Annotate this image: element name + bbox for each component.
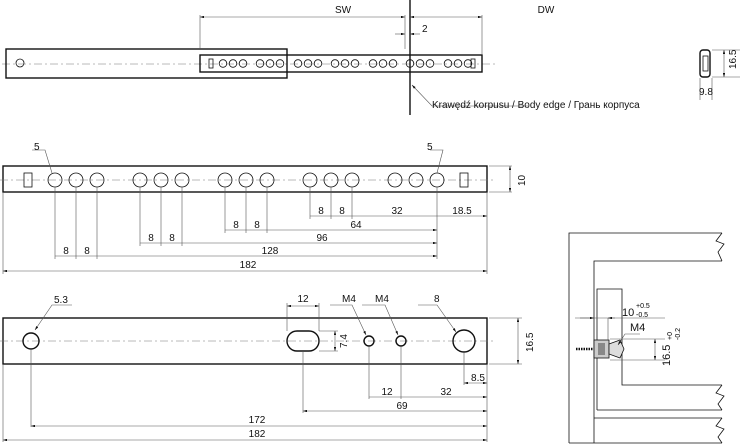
screw-icon (576, 339, 625, 359)
hole-dia-right: 5 (427, 142, 433, 153)
hole (378, 59, 388, 68)
dim-64: 64 (350, 220, 362, 231)
dim-12: 12 (381, 387, 393, 398)
dim-69: 69 (396, 401, 408, 412)
height-tol-minus: -0.2 (675, 328, 682, 340)
hole (255, 59, 265, 68)
m4-hole (395, 335, 407, 347)
hole (275, 59, 285, 68)
slot-icon (470, 58, 476, 69)
hole-8 (452, 329, 476, 353)
dim-32: 32 (391, 206, 403, 217)
height-label: 16.5 (525, 332, 536, 352)
dim-8: 8 (63, 246, 69, 257)
hole-dia-left: 5 (34, 142, 40, 153)
top-view: SW DW 2 Krawędź korpusu / Body edge / Гр… (2, 0, 740, 115)
hole (265, 59, 275, 68)
dim-8: 8 (318, 206, 324, 217)
hole (463, 59, 473, 68)
dim-8: 8 (148, 233, 154, 244)
gap-label: 2 (422, 24, 428, 35)
hole (368, 59, 378, 68)
profile-width: 9.8 (699, 87, 713, 98)
inner-rail-view: 5 5 10 8 8 32 18.5 64 8 8 96 8 8 128 8 8… (0, 142, 528, 274)
hole (303, 59, 313, 68)
dim-8: 8 (169, 233, 175, 244)
dim-182: 182 (249, 429, 266, 440)
hole-5-3 (22, 332, 40, 350)
offset-tol-minus: -0.5 (636, 312, 648, 319)
dim-128: 128 (262, 246, 279, 257)
dw-label: DW (538, 5, 555, 16)
hole (388, 59, 398, 68)
slot-height: 7.4 (339, 334, 350, 348)
m4-label: M4 (342, 294, 356, 305)
hole (228, 59, 238, 68)
dim-18-5: 18.5 (452, 206, 472, 217)
hole (443, 59, 453, 68)
dim-32: 32 (440, 387, 452, 398)
offset-label: 10 (622, 307, 634, 319)
height-label: 10 (517, 174, 528, 186)
hole (408, 172, 424, 188)
dim-8: 8 (233, 220, 239, 231)
body-edge-label: Krawędź korpusu / Body edge / Грань корп… (432, 100, 640, 111)
hole-big-dia: 8 (434, 294, 440, 305)
hole (415, 59, 425, 68)
inner-rail-holes (208, 58, 476, 69)
hole (330, 59, 340, 68)
dim-182: 182 (240, 260, 257, 271)
slot-icon (208, 58, 214, 69)
hole (293, 59, 303, 68)
hole (350, 59, 360, 68)
sw-label: SW (335, 5, 352, 16)
profile-height: 16.5 (728, 49, 739, 69)
screw-label: M4 (630, 322, 645, 334)
profile-section: 16.5 9.8 (699, 49, 740, 100)
hole (340, 59, 350, 68)
inner-rail (199, 54, 483, 73)
dim-96: 96 (316, 233, 328, 244)
slot-width: 12 (297, 294, 309, 305)
hole (387, 172, 403, 188)
hole (218, 59, 228, 68)
dim-8-5: 8.5 (471, 373, 485, 384)
outer-rail (5, 48, 288, 79)
outer-rail-view: 5.3 12 7.4 M4 M4 8 16.5 8.5 12 32 69 172… (0, 294, 536, 442)
hole-left-dia: 5.3 (54, 295, 68, 306)
m4-hole (363, 335, 375, 347)
height-tol-plus: +0 (667, 332, 674, 340)
hole (238, 59, 248, 68)
hole (313, 59, 323, 68)
height-label: 16.5 (661, 345, 673, 366)
dim-8: 8 (84, 246, 90, 257)
dim-8: 8 (339, 206, 345, 217)
m4-label: M4 (375, 294, 389, 305)
cabinet-section-view: 10 +0.5 -0.5 M4 16.5 +0 -0.2 (568, 232, 725, 444)
mount-hole (15, 58, 25, 68)
dim-172: 172 (249, 415, 266, 426)
offset-tol-plus: +0.5 (636, 303, 650, 310)
hole (425, 59, 435, 68)
dim-8: 8 (254, 220, 260, 231)
hole (453, 59, 463, 68)
